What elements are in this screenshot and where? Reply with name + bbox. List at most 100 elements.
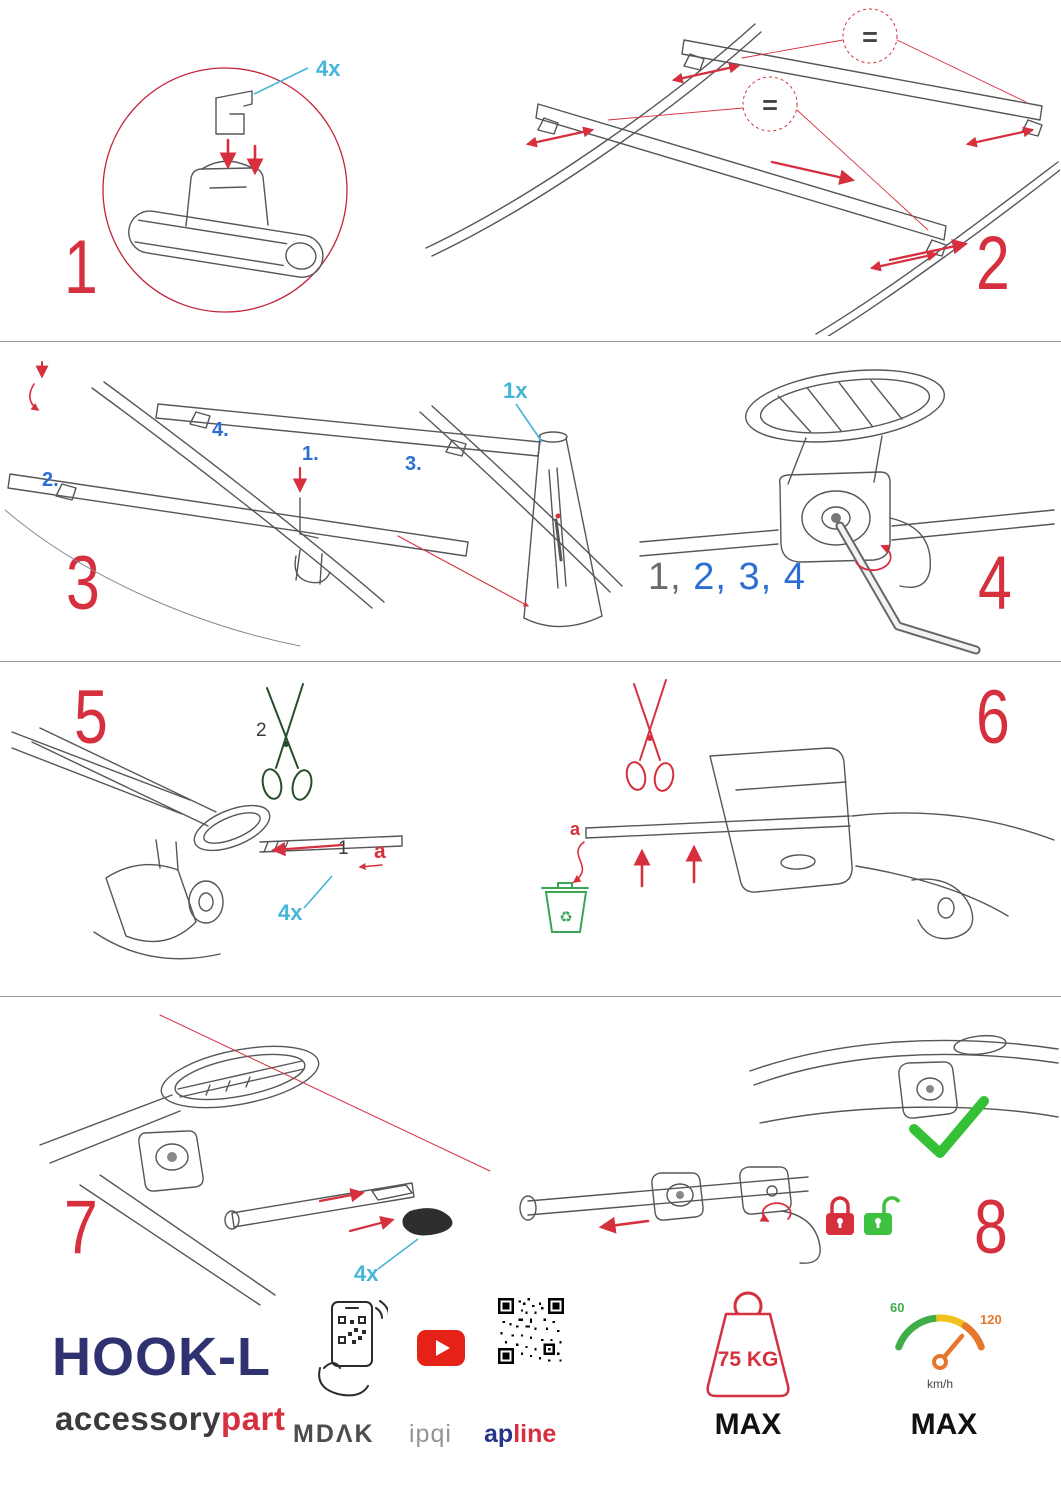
guide-line <box>159 1014 491 1172</box>
step-6-illustration: a ♻ <box>541 679 1055 940</box>
speed-low-label: 60 <box>890 1300 904 1315</box>
section-divider-3 <box>0 996 1061 997</box>
weight-value: 75 KG <box>718 1348 779 1371</box>
bar-end-top-view <box>744 369 946 485</box>
sequence-rest: 2, 3, 4 <box>681 556 806 598</box>
product-logo: HOOK-L <box>52 1327 271 1387</box>
cut-step-label: 2 <box>256 720 267 741</box>
step-2-illustration: = = <box>425 8 1060 336</box>
insert-arrows <box>219 138 264 176</box>
checkmark-icon <box>909 1096 989 1158</box>
qty-label-4x: 4x <box>278 900 303 925</box>
rubber-strip <box>585 815 851 839</box>
measure-arrows <box>525 62 1035 272</box>
qty-label-4x: 4x <box>354 1261 379 1286</box>
phone-qr-pixels <box>338 1316 366 1344</box>
equal-sign-top: = <box>862 22 878 52</box>
speed-high-label: 120 <box>980 1312 1002 1327</box>
scissors-icon <box>625 679 675 792</box>
qty-label-1x: 1x <box>503 378 528 403</box>
offcut-squiggle <box>572 841 585 883</box>
apline-ap: ap <box>484 1420 514 1448</box>
rail-with-opening <box>11 727 271 852</box>
sequence-first: 1, <box>648 556 682 598</box>
brand-wordmark: accessorypart <box>55 1400 285 1438</box>
step-4-illustration <box>639 369 1055 655</box>
qty-callout-line <box>253 67 309 95</box>
pointer-line <box>397 535 529 607</box>
strip-a-label: a <box>570 819 581 839</box>
partner-logo-ipqi: ipqi <box>409 1420 452 1448</box>
cap-insert-arrows <box>318 1188 395 1233</box>
equal-spacing-callouts: = = <box>607 8 1027 231</box>
step-8-illustration <box>519 1034 1059 1264</box>
rotate-arrow <box>855 544 892 572</box>
speed-max-label: MAX <box>910 1408 978 1441</box>
allen-key-icon <box>835 521 981 655</box>
scissors-icon <box>261 683 313 801</box>
step-7-illustration: 4x <box>39 1014 491 1306</box>
substep-3-label: 3. <box>405 453 422 475</box>
equal-sign-bottom: = <box>762 90 778 120</box>
qty-callout-line <box>303 875 333 909</box>
weight-icon: 75 KG <box>706 1291 790 1398</box>
weight-max-label: MAX <box>714 1408 782 1441</box>
step-7-number: 7 <box>64 1185 98 1270</box>
step-8-number: 8 <box>974 1185 1008 1270</box>
rotate-hint-arrow <box>29 361 49 411</box>
allen-key-icon <box>299 497 319 539</box>
qty-callout-line <box>515 403 543 443</box>
trash-bin-icon: ♻ <box>541 882 589 933</box>
insert-arrow <box>271 842 344 857</box>
locked-padlock-icon <box>826 1196 854 1235</box>
brand-part: part <box>220 1400 286 1437</box>
partner-logo-apline: apline <box>484 1420 556 1449</box>
assembled-rail <box>749 1034 1059 1124</box>
substep-1-label: 1. <box>302 443 319 465</box>
rotate-arrow <box>759 1202 792 1222</box>
step-6-number: 6 <box>976 675 1010 760</box>
speed-unit-label: km/h <box>927 1377 953 1391</box>
partner-logo-mdak: MDΛK <box>293 1420 375 1448</box>
clamp-foot <box>93 839 224 960</box>
insert-step-label: 1 <box>338 838 349 859</box>
substep-4-label: 4. <box>212 419 229 441</box>
clamp-body <box>778 471 931 588</box>
step-3-illustration: 2. 4. 1. 3. 1x <box>4 361 623 647</box>
speedometer-icon: 60 120 km/h <box>890 1300 1002 1391</box>
clamp-under-rail <box>79 1130 276 1306</box>
phone-scan-icon <box>318 1300 388 1397</box>
qty-label-4x: 4x <box>316 56 341 81</box>
qr-code <box>498 1298 564 1364</box>
apline-line: line <box>513 1420 557 1448</box>
step-5-illustration: 2 1 a 4x <box>11 683 403 960</box>
section-divider-2 <box>0 661 1061 662</box>
step-2-number: 2 <box>976 221 1010 306</box>
crossbar-tube <box>128 210 324 278</box>
cone-tool <box>523 431 603 628</box>
section-divider-1 <box>0 341 1061 342</box>
magnifier-circle <box>102 67 348 313</box>
rail-with-opening <box>39 1045 320 1164</box>
recycle-glyph: ♻ <box>559 909 572 926</box>
bar-with-clamps <box>519 1166 821 1264</box>
strip-a-label: a <box>374 840 386 863</box>
step-1-number: 1 <box>64 225 98 310</box>
qty-callout-line <box>377 1238 419 1270</box>
rail-bar <box>639 509 1055 557</box>
black-end-cap <box>402 1208 453 1236</box>
roof-rails <box>4 381 623 647</box>
push-up-arrows <box>633 844 703 888</box>
unlocked-padlock-icon <box>864 1196 901 1235</box>
substep-2-label: 2. <box>42 469 59 491</box>
step-4-number: 4 <box>978 541 1012 626</box>
step-1-illustration: 4x <box>102 56 348 313</box>
sequence-text: 1, 2, 3, 4 <box>648 556 806 599</box>
hook-bracket <box>215 90 253 135</box>
foot-bracket <box>709 747 1055 940</box>
youtube-icon <box>417 1330 465 1366</box>
step-5-number: 5 <box>74 675 108 760</box>
end-cap-piece <box>371 1184 413 1201</box>
slide-arrow <box>598 1216 650 1234</box>
front-crossbar <box>535 103 947 257</box>
